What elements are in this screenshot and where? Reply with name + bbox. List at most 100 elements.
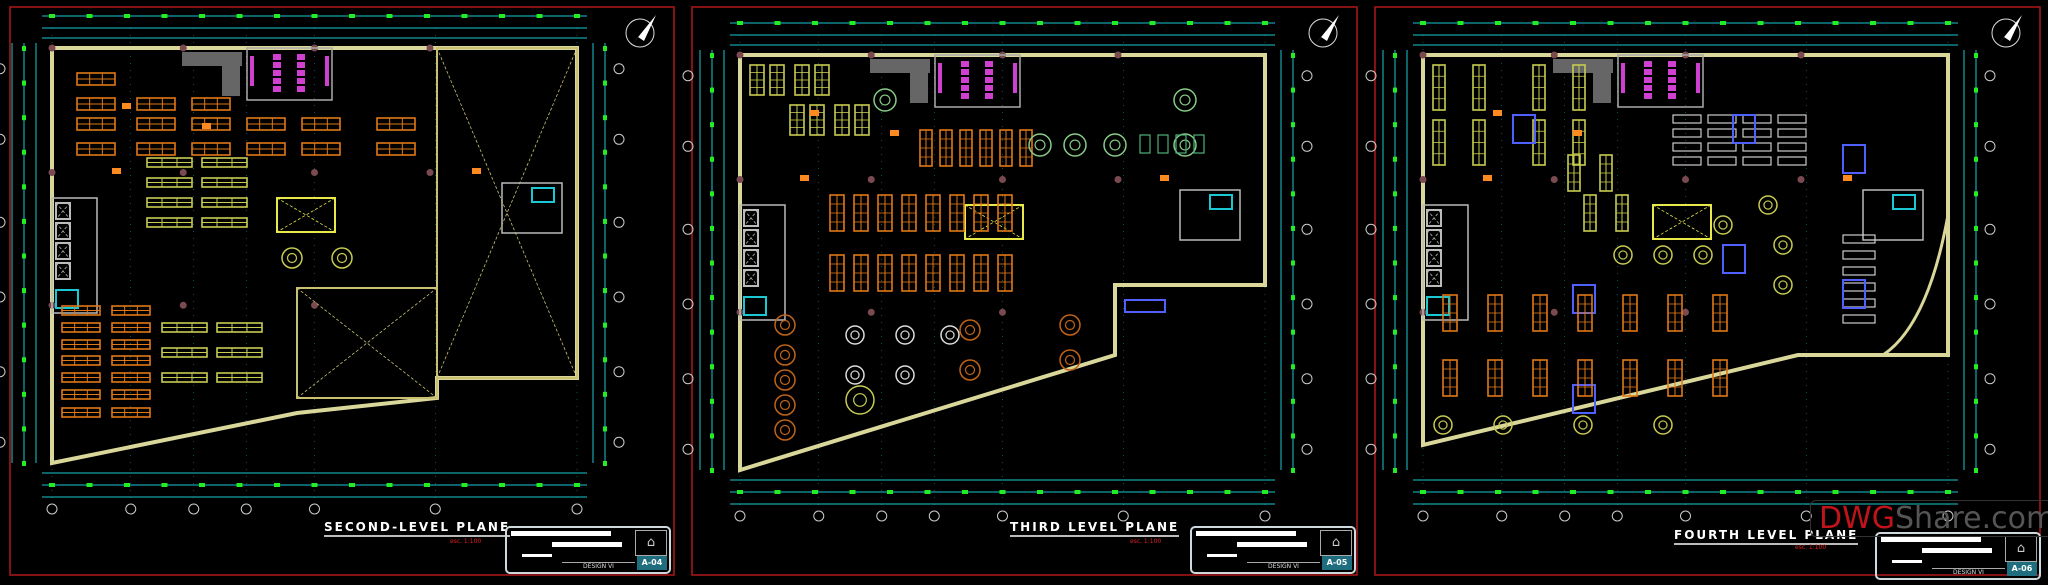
structural-column bbox=[1797, 51, 1805, 59]
title-block: DESIGN VI ⌂ A-05 bbox=[1190, 526, 1356, 574]
sheet-scale: esc. 1:100 bbox=[1795, 544, 1827, 551]
toilet-fixture bbox=[273, 70, 281, 76]
structural-column bbox=[1550, 51, 1558, 59]
dimension-tick bbox=[274, 483, 280, 487]
grid-bubble bbox=[125, 503, 137, 515]
person-figure-icon bbox=[800, 175, 809, 181]
grid-bubble bbox=[997, 510, 1008, 522]
lounge-table bbox=[1063, 133, 1087, 157]
structural-column bbox=[999, 308, 1006, 316]
service-core bbox=[739, 204, 786, 321]
dimension-tick bbox=[1974, 295, 1978, 301]
dimension-tick bbox=[603, 288, 607, 294]
toilet-fixture bbox=[985, 93, 993, 99]
elevator-shaft-diagonal bbox=[55, 222, 71, 240]
dimension-tick bbox=[1291, 53, 1295, 58]
grid-bubble bbox=[0, 133, 6, 145]
grid-bubble bbox=[1984, 373, 1996, 385]
dimension-tick bbox=[236, 483, 243, 487]
dimension-tick bbox=[1291, 468, 1295, 473]
toilet-fixture bbox=[1644, 61, 1652, 67]
grid-bubble bbox=[1365, 223, 1377, 235]
curved-facade-wall bbox=[1882, 214, 1950, 357]
round-table bbox=[331, 247, 353, 269]
dimension-tick bbox=[603, 426, 607, 432]
north-arrow-icon bbox=[625, 18, 655, 48]
sheet-border bbox=[691, 6, 1358, 576]
reading-shelf bbox=[1672, 114, 1702, 124]
building-logo-icon: ⌂ bbox=[635, 530, 667, 556]
dimension-tick bbox=[710, 191, 714, 197]
dimension-tick bbox=[461, 14, 468, 18]
grid-bubble bbox=[1496, 510, 1508, 522]
dimension-tick bbox=[1393, 295, 1397, 301]
dimension-tick bbox=[1757, 21, 1764, 25]
freight-elevator bbox=[743, 296, 767, 316]
dimension-tick bbox=[1420, 490, 1426, 494]
urinal-fixture bbox=[250, 56, 254, 86]
grid-bubble bbox=[682, 443, 694, 455]
toilet-fixture bbox=[297, 86, 305, 92]
elevator bbox=[531, 187, 555, 203]
title-block-bar bbox=[1237, 542, 1307, 547]
dimension-tick bbox=[199, 483, 205, 487]
elevator-shaft-diagonal bbox=[743, 249, 759, 267]
dimension-tick bbox=[424, 14, 430, 18]
seating-booth bbox=[1193, 134, 1205, 154]
dimension-tick bbox=[22, 46, 26, 51]
reading-shelf bbox=[1707, 156, 1737, 166]
grid-bubble bbox=[1800, 510, 1812, 522]
toilet-fixture bbox=[1668, 93, 1676, 99]
dimension-tick bbox=[1795, 21, 1801, 25]
dimension-tick bbox=[311, 14, 318, 18]
toilet-fixture bbox=[961, 69, 969, 75]
stair-core bbox=[501, 182, 563, 234]
round-table-inner bbox=[1763, 200, 1773, 210]
grid-bubble bbox=[1365, 70, 1377, 82]
dimension-tick bbox=[999, 490, 1006, 494]
round-table bbox=[1653, 415, 1673, 435]
dimension-tick bbox=[710, 329, 714, 335]
dimension-tick bbox=[1393, 398, 1397, 404]
elevator-shaft bbox=[55, 262, 71, 280]
dimension-tick bbox=[1037, 21, 1043, 25]
stair-core bbox=[1862, 189, 1924, 241]
dimension-tick bbox=[1262, 490, 1268, 494]
floor-plan-sheet-3 bbox=[1365, 6, 2041, 576]
structural-column bbox=[311, 301, 318, 309]
person-figure-icon bbox=[1493, 110, 1502, 116]
dimension-tick bbox=[22, 218, 26, 224]
dimension-tick bbox=[574, 14, 580, 18]
dimension-tick bbox=[1607, 490, 1614, 494]
dimension-tick bbox=[1974, 329, 1978, 335]
title-block-bar bbox=[1892, 560, 1922, 563]
elevator-shaft-diagonal bbox=[55, 202, 71, 220]
dimension-tick bbox=[962, 490, 968, 494]
dimension-tick bbox=[236, 14, 243, 18]
round-table bbox=[1653, 245, 1673, 265]
lounge-table-inner bbox=[1179, 139, 1191, 151]
watermark: DWGShare.com bbox=[1810, 500, 2048, 537]
dimension-tick bbox=[603, 149, 607, 155]
urinal-fixture bbox=[1621, 63, 1625, 93]
urinal-fixture bbox=[1013, 63, 1017, 93]
person-figure-icon bbox=[890, 130, 899, 136]
person-figure-icon bbox=[1573, 130, 1582, 136]
dimension-tick bbox=[710, 260, 714, 266]
dimension-tick bbox=[386, 14, 393, 18]
grid-bubble bbox=[1301, 298, 1313, 310]
stair bbox=[870, 59, 930, 73]
decor-round-table bbox=[774, 394, 796, 416]
elevator-shaft-diagonal bbox=[55, 262, 71, 280]
round-table-inner bbox=[336, 252, 348, 264]
grid-bubble bbox=[613, 133, 625, 145]
structural-column bbox=[1114, 51, 1122, 59]
north-arrow-icon bbox=[1308, 18, 1338, 48]
dimension-tick bbox=[1037, 490, 1043, 494]
elevator-shaft-diagonal bbox=[743, 269, 759, 287]
dimension-tick bbox=[1974, 225, 1978, 231]
toilet-fixture bbox=[1668, 69, 1676, 75]
urinal-fixture bbox=[1696, 63, 1700, 93]
grid-bubble bbox=[188, 503, 200, 515]
sheet-number: A-06 bbox=[2007, 562, 2037, 576]
